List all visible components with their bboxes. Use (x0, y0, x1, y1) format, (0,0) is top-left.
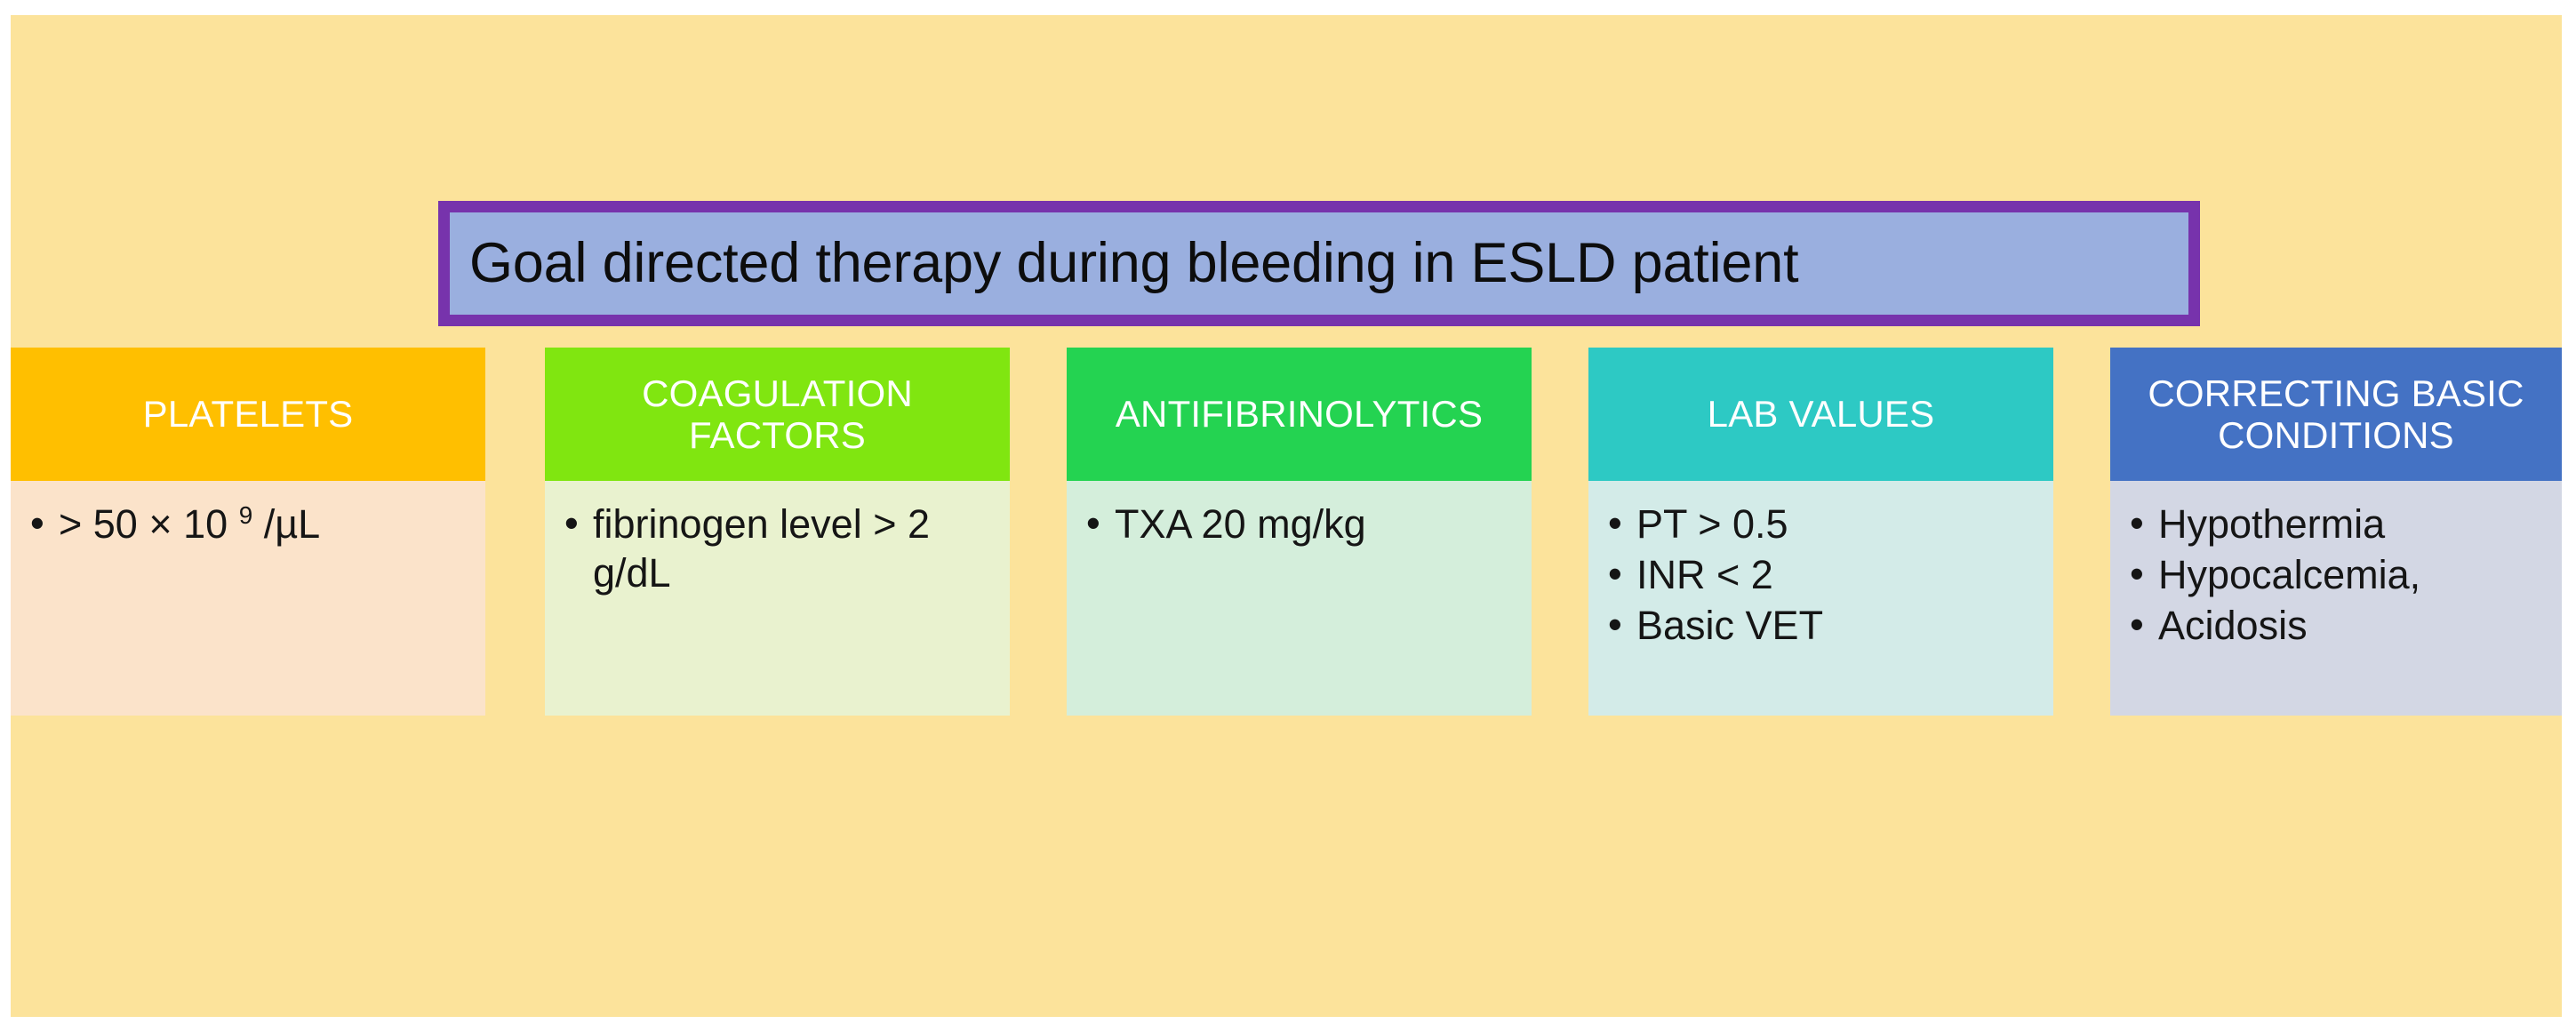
item-text-prefix: > 50 × 10 (59, 501, 239, 547)
card-header-line1: PLATELETS (142, 393, 354, 436)
bullet-list: fibrinogen level > 2 g/dL (557, 500, 996, 598)
item-text-prefix: INR < 2 (1636, 551, 1773, 597)
card-correcting-basic-conditions: CORRECTING BASIC CONDITIONS Hypothermia … (2110, 348, 2562, 716)
card-header-platelets: PLATELETS (11, 348, 485, 481)
card-body-lab-values: PT > 0.5 INR < 2 Basic VET (1588, 481, 2053, 716)
list-item: PT > 0.5 (1601, 500, 2039, 549)
card-row: PLATELETS > 50 × 10 9 /µL COAGULATION FA… (11, 348, 2562, 716)
card-header-label: ANTIFIBRINOLYTICS (1116, 393, 1483, 435)
list-item: Hypocalcemia, (2123, 550, 2548, 600)
card-header-line2: FACTORS (688, 414, 866, 456)
item-text-prefix: fibrinogen level > 2 g/dL (593, 501, 931, 596)
list-item: Acidosis (2123, 601, 2548, 651)
bullet-list: PT > 0.5 INR < 2 Basic VET (1601, 500, 2039, 651)
card-coagulation-factors: COAGULATION FACTORS fibrinogen level > 2… (545, 348, 1010, 716)
card-body-coagulation-factors: fibrinogen level > 2 g/dL (545, 481, 1010, 716)
list-item: Hypothermia (2123, 500, 2548, 549)
item-text-prefix: Acidosis (2158, 602, 2308, 648)
card-header-line1: CORRECTING BASIC (2148, 372, 2524, 414)
card-header-line1: LAB VALUES (1707, 393, 1935, 436)
item-text-prefix: PT > 0.5 (1636, 501, 1788, 547)
card-header-line1: ANTIFIBRINOLYTICS (1115, 393, 1484, 436)
item-text-prefix: Hypothermia (2158, 501, 2386, 547)
card-header-line1: COAGULATION (642, 372, 913, 414)
card-header-label: LAB VALUES (1708, 393, 1935, 435)
card-header-antifibrinolytics: ANTIFIBRINOLYTICS (1067, 348, 1532, 481)
card-body-antifibrinolytics: TXA 20 mg/kg (1067, 481, 1532, 716)
bullet-list: TXA 20 mg/kg (1079, 500, 1517, 549)
card-body-correcting-basic-conditions: Hypothermia Hypocalcemia, Acidosis (2110, 481, 2562, 716)
list-item: INR < 2 (1601, 550, 2039, 600)
bullet-list: Hypothermia Hypocalcemia, Acidosis (2123, 500, 2548, 651)
list-item: TXA 20 mg/kg (1079, 500, 1517, 549)
item-text-prefix: Basic VET (1636, 602, 1824, 648)
card-header-label: PLATELETS (143, 393, 354, 435)
item-text-suffix: /µL (252, 501, 321, 547)
card-antifibrinolytics: ANTIFIBRINOLYTICS TXA 20 mg/kg (1067, 348, 1532, 716)
card-header-coagulation-factors: COAGULATION FACTORS (545, 348, 1010, 481)
item-text-prefix: Hypocalcemia, (2158, 551, 2421, 597)
bullet-list: > 50 × 10 9 /µL (23, 500, 471, 549)
item-text-prefix: TXA 20 mg/kg (1115, 501, 1366, 547)
list-item: Basic VET (1601, 601, 2039, 651)
card-header-correcting-basic-conditions: CORRECTING BASIC CONDITIONS (2110, 348, 2562, 481)
card-header-line2: CONDITIONS (2218, 414, 2454, 456)
title-banner: Goal directed therapy during bleeding in… (438, 201, 2200, 326)
card-header-lab-values: LAB VALUES (1588, 348, 2053, 481)
card-header-label: COAGULATION FACTORS (642, 372, 913, 456)
list-item: fibrinogen level > 2 g/dL (557, 500, 996, 598)
card-body-platelets: > 50 × 10 9 /µL (11, 481, 485, 716)
card-lab-values: LAB VALUES PT > 0.5 INR < 2 Basic VET (1588, 348, 2053, 716)
slide-canvas: Goal directed therapy during bleeding in… (11, 15, 2562, 1017)
list-item: > 50 × 10 9 /µL (23, 500, 471, 549)
page-title: Goal directed therapy during bleeding in… (469, 232, 1799, 295)
card-platelets: PLATELETS > 50 × 10 9 /µL (11, 348, 485, 716)
card-header-label: CORRECTING BASIC CONDITIONS (2148, 372, 2524, 456)
item-text-superscript: 9 (238, 501, 253, 529)
